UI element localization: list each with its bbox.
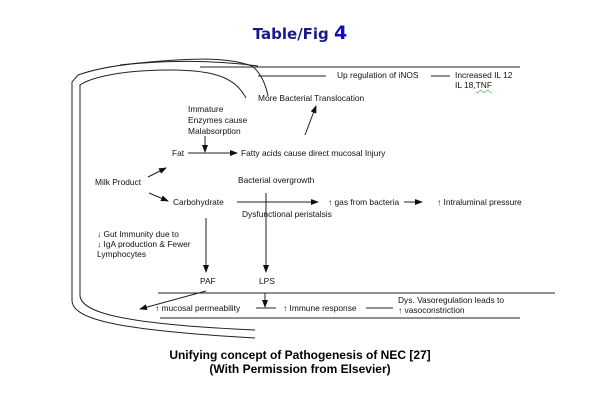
node-gut-immunity-line2: ↓ IgA production & Fewer [97, 239, 191, 249]
node-il18-text: IL 18, [455, 80, 476, 90]
arrow-paf-to-permeability [139, 290, 207, 311]
loop-outer-top [119, 58, 269, 97]
node-gas-from-bacteria: ↑ gas from bacteria [328, 197, 400, 207]
node-immune-response: ↑ Immune response [283, 303, 357, 313]
node-gut-immunity-line1: ↓ Gut Immunity due to [97, 229, 179, 239]
node-up-regulation-inos: Up regulation of iNOS [337, 70, 419, 80]
loop-inner-line [79, 69, 256, 331]
node-dys-vasoregulation-line1: Dys. Vasoregulation leads to [398, 295, 504, 305]
node-milk-product: Milk Product [95, 177, 142, 187]
node-intraluminal-pressure: ↑ Intraluminal pressure [437, 197, 522, 207]
arrow-milk-to-fat [147, 167, 167, 178]
node-immature-line3: Malabsorption [188, 126, 241, 136]
node-mucosal-permeability: ↑ mucosal permeability [155, 303, 241, 313]
node-fat: Fat [172, 148, 185, 158]
node-gut-immunity-line3: Lymphocytes [97, 249, 147, 259]
node-paf: PAF [200, 276, 216, 286]
arrow-milk-to-carb [148, 192, 169, 202]
caption-line2: (With Permission from Elsevier) [209, 362, 391, 376]
caption-line1: Unifying concept of Pathogenesis of NEC … [169, 348, 431, 362]
node-il18-tnf: IL 18,TNF [455, 80, 492, 90]
node-increased-il12: Increased IL 12 [455, 70, 513, 80]
node-immature-line1: Immature [188, 104, 224, 114]
node-dysfunctional-peristalsis: Dysfunctional peristalsis [242, 209, 332, 219]
node-immature-line2: Enzymes cause [188, 115, 248, 125]
node-bacterial-overgrowth: Bacterial overgrowth [238, 175, 315, 185]
node-carbohydrate: Carbohydrate [173, 197, 224, 207]
node-fatty-acids: Fatty acids cause direct mucosal Injury [241, 148, 386, 158]
node-more-bacterial-translocation: More Bacterial Translocation [258, 93, 365, 103]
node-tnf-text: TNF [475, 80, 492, 90]
loop-outer-line [71, 60, 259, 339]
figure-title-text: Table/Fig [252, 25, 329, 43]
node-dys-vasoregulation-line2: ↑ vasoconstriction [398, 305, 465, 315]
figure-caption: Unifying concept of Pathogenesis of NEC … [0, 348, 600, 376]
figure-number: 4 [334, 22, 348, 44]
figure-title: Table/Fig 4 [0, 22, 600, 44]
node-lps: LPS [259, 276, 275, 286]
arrow-to-translocation [304, 105, 317, 136]
